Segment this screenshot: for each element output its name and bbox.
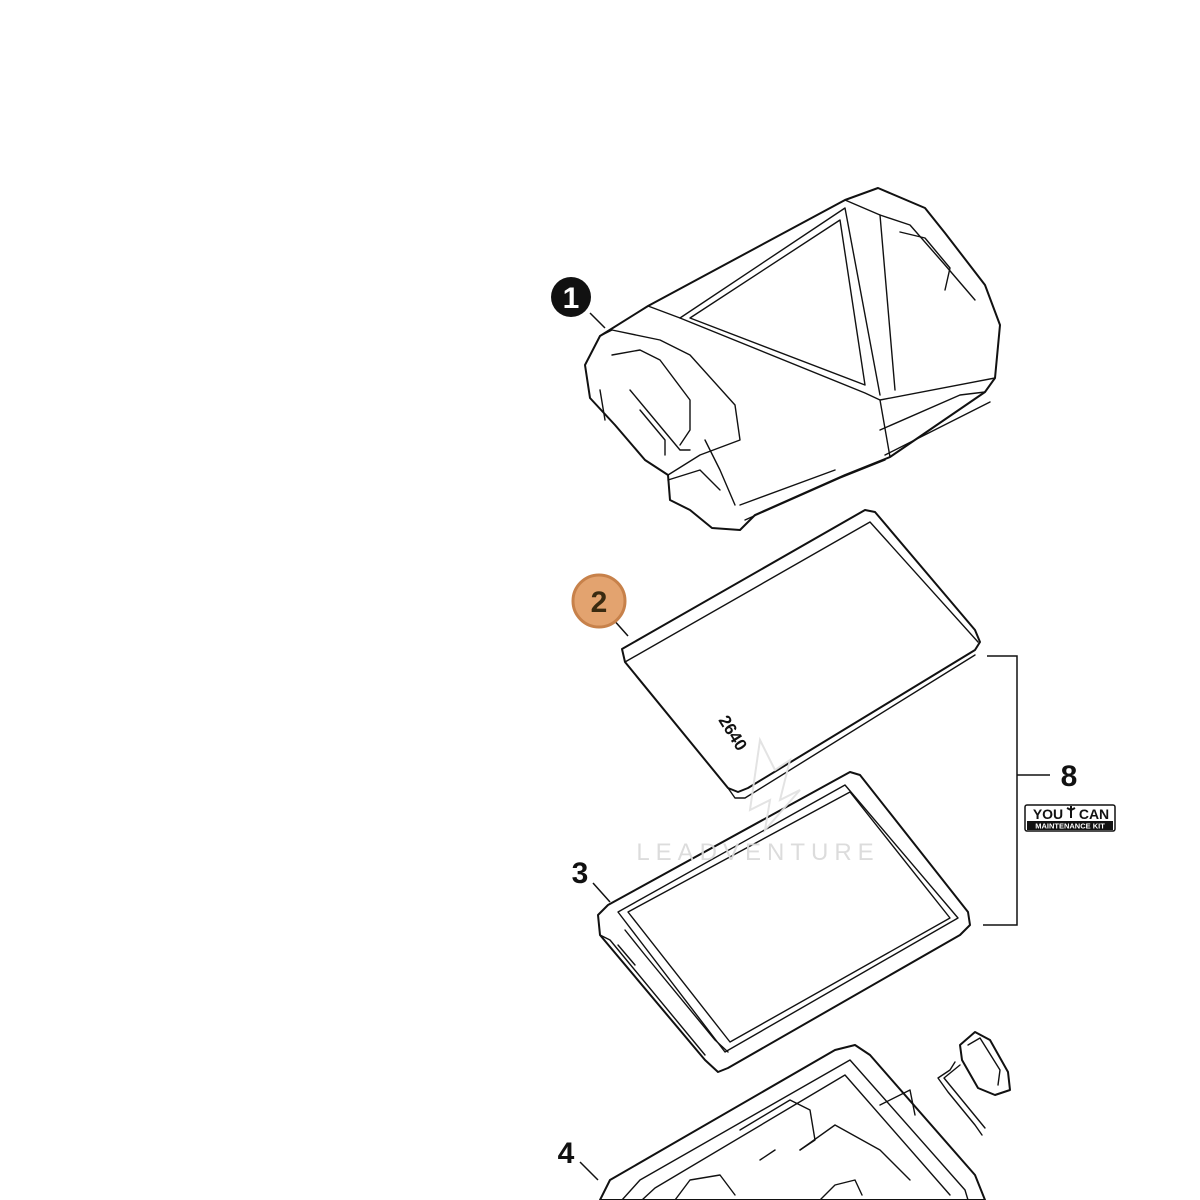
- part-3-air-filter: [597, 771, 971, 1073]
- svg-text:3: 3: [572, 857, 589, 890]
- callout-8[interactable]: 8: [1061, 760, 1078, 793]
- part-2-pre-filter: 2640: [621, 509, 981, 799]
- svg-text:CAN: CAN: [1079, 806, 1109, 822]
- kit-bracket: [983, 655, 1050, 926]
- leader-4: [579, 1161, 599, 1181]
- callout-4[interactable]: 4: [558, 1137, 575, 1170]
- part-4-air-filter-base: [599, 1044, 986, 1200]
- leader-1: [589, 312, 606, 329]
- svg-text:MAINTENANCE KIT: MAINTENANCE KIT: [1035, 822, 1105, 831]
- svg-text:YOU: YOU: [1033, 806, 1063, 822]
- leader-3: [592, 882, 611, 903]
- part-1-air-filter-cover: [584, 187, 1001, 531]
- wrench-icon: [1066, 806, 1076, 818]
- svg-text:4: 4: [558, 1137, 575, 1170]
- callout-1[interactable]: 1: [551, 277, 591, 317]
- svg-text:1: 1: [563, 282, 580, 315]
- callout-2[interactable]: 2: [571, 573, 627, 629]
- watermark-text: LEADVENTURE: [636, 839, 879, 866]
- callout-3[interactable]: 3: [572, 857, 589, 890]
- clip-and-wire: [937, 1031, 1011, 1136]
- svg-text:2: 2: [591, 586, 608, 619]
- watermark: LEADVENTURE: [636, 736, 879, 866]
- svg-text:8: 8: [1061, 760, 1078, 793]
- maintenance-kit-badge: YOU CAN MAINTENANCE KIT: [1024, 804, 1116, 832]
